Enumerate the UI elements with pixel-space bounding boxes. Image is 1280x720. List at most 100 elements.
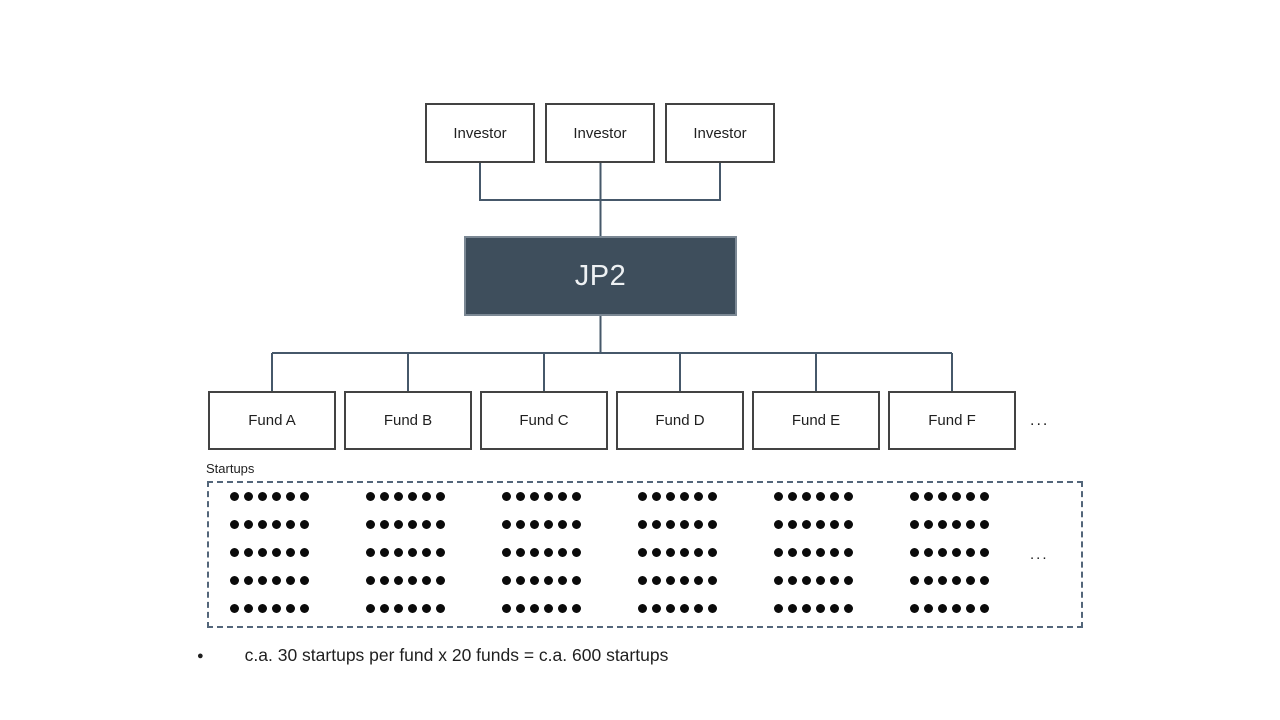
- startup-dot: [844, 604, 853, 613]
- startup-dot: [802, 576, 811, 585]
- startup-dot: [272, 604, 281, 613]
- funds-ellipsis: ...: [1030, 411, 1050, 429]
- startup-dot: [844, 520, 853, 529]
- startup-dot: [408, 492, 417, 501]
- startup-dot: [366, 520, 375, 529]
- startup-dot: [230, 604, 239, 613]
- startup-dot: [802, 548, 811, 557]
- startup-dot: [300, 492, 309, 501]
- startup-dot: [380, 604, 389, 613]
- startup-dot: [530, 576, 539, 585]
- startup-dot: [286, 520, 295, 529]
- startup-dot: [952, 492, 961, 501]
- startup-dot: [910, 492, 919, 501]
- startup-dot: [652, 576, 661, 585]
- startup-dot: [924, 576, 933, 585]
- startup-dot: [422, 548, 431, 557]
- investor-box: Investor: [425, 103, 535, 163]
- startup-dot: [680, 576, 689, 585]
- startups-dashed-container: [207, 481, 1083, 628]
- startup-dot: [530, 492, 539, 501]
- startup-dot-clusters: [230, 492, 989, 613]
- startup-dot: [652, 520, 661, 529]
- startup-dot: [830, 548, 839, 557]
- startup-dot: [680, 520, 689, 529]
- startup-dot: [788, 520, 797, 529]
- startup-dot: [910, 520, 919, 529]
- startup-dot: [952, 548, 961, 557]
- startup-dot: [694, 576, 703, 585]
- startup-dot: [830, 520, 839, 529]
- startup-dot-cluster: [366, 492, 445, 613]
- startup-dot: [802, 520, 811, 529]
- startup-dot: [258, 604, 267, 613]
- startup-dot: [638, 520, 647, 529]
- startup-dot: [788, 576, 797, 585]
- startup-dot: [966, 548, 975, 557]
- startup-dot: [422, 576, 431, 585]
- startup-dot: [394, 520, 403, 529]
- startup-dot: [844, 576, 853, 585]
- startup-dot: [502, 604, 511, 613]
- startup-dot: [436, 548, 445, 557]
- startup-dot: [422, 492, 431, 501]
- startup-dot: [272, 492, 281, 501]
- fund-box: Fund C: [480, 391, 608, 450]
- startup-dot: [300, 576, 309, 585]
- startup-dot: [544, 548, 553, 557]
- startup-dot: [680, 548, 689, 557]
- startup-dot: [502, 576, 511, 585]
- startup-dot: [910, 604, 919, 613]
- startup-dot: [666, 576, 675, 585]
- startup-dot: [910, 548, 919, 557]
- startup-dot: [680, 492, 689, 501]
- startup-dot: [230, 576, 239, 585]
- startup-dot: [774, 576, 783, 585]
- startup-dot: [572, 604, 581, 613]
- parent-entity-label: JP2: [574, 259, 627, 292]
- startup-dot: [286, 492, 295, 501]
- startup-dot: [938, 548, 947, 557]
- startup-dot: [666, 604, 675, 613]
- startup-dot: [966, 576, 975, 585]
- startup-dot: [952, 520, 961, 529]
- startup-dot: [638, 604, 647, 613]
- startups-label: Startups: [206, 461, 255, 476]
- startup-dot: [774, 520, 783, 529]
- startup-dot-cluster: [502, 492, 581, 613]
- startup-dot: [652, 492, 661, 501]
- startup-dot: [230, 520, 239, 529]
- startup-dot: [516, 576, 525, 585]
- startup-dot: [544, 520, 553, 529]
- startup-dot: [830, 492, 839, 501]
- startup-dot: [272, 520, 281, 529]
- startup-dot: [694, 520, 703, 529]
- startup-dot: [638, 548, 647, 557]
- startup-dot: [938, 604, 947, 613]
- startup-dot: [258, 492, 267, 501]
- startup-dot: [436, 604, 445, 613]
- startup-dot: [244, 604, 253, 613]
- startup-dot: [286, 548, 295, 557]
- startup-dot: [558, 576, 567, 585]
- startup-dot: [244, 520, 253, 529]
- startups-ellipsis: ...: [1030, 546, 1049, 563]
- startup-dot: [544, 604, 553, 613]
- startup-dot: [558, 604, 567, 613]
- startup-dot: [652, 604, 661, 613]
- startup-dot: [558, 492, 567, 501]
- startup-dot: [572, 520, 581, 529]
- startup-dot: [774, 604, 783, 613]
- startup-dot: [408, 576, 417, 585]
- startup-dot: [924, 604, 933, 613]
- startup-dot: [708, 576, 717, 585]
- startup-dot: [558, 520, 567, 529]
- startup-dot: [366, 548, 375, 557]
- startup-dot-cluster: [910, 492, 989, 613]
- startup-dot: [394, 604, 403, 613]
- startup-dot: [502, 492, 511, 501]
- startup-dot: [258, 576, 267, 585]
- startup-dot: [422, 520, 431, 529]
